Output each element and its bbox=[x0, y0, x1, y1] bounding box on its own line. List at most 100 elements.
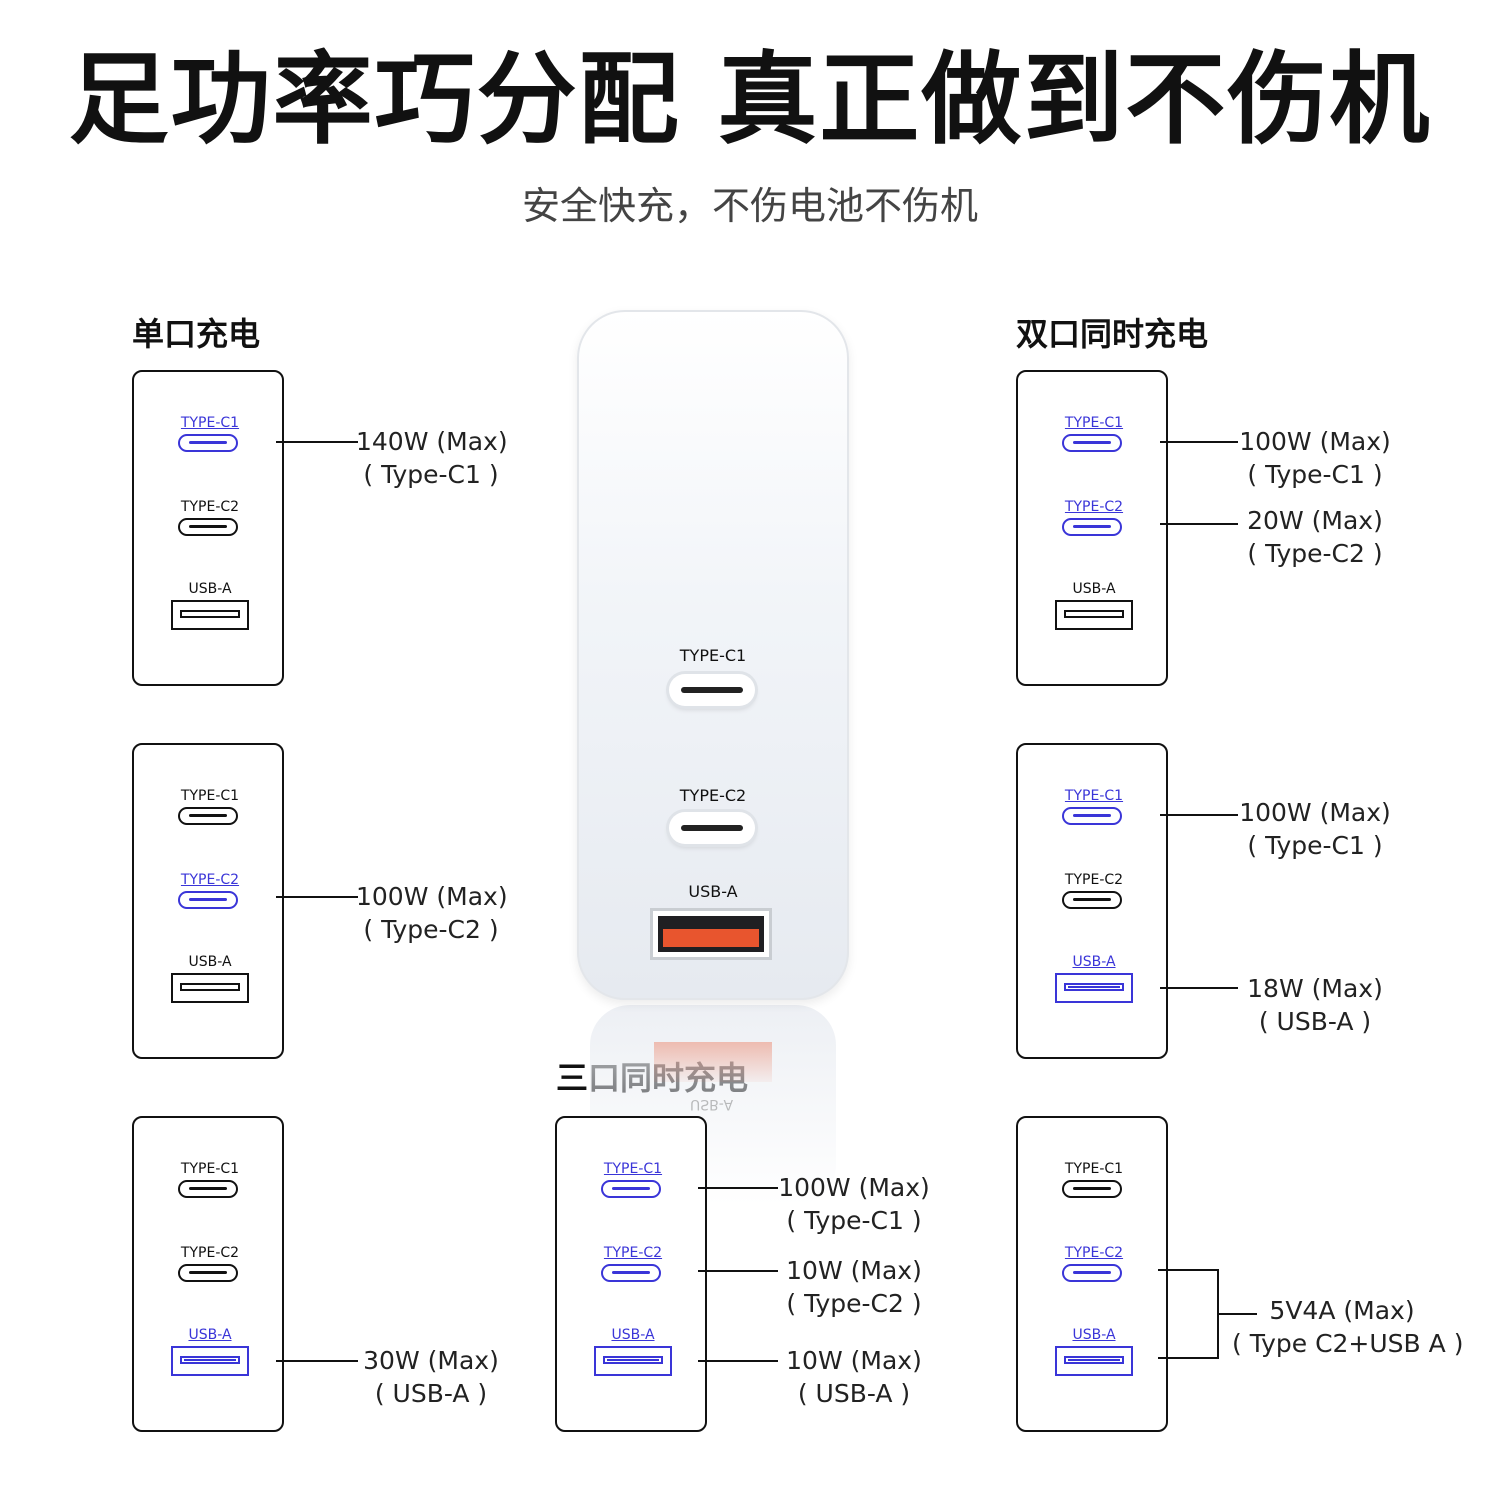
spec-dual1-c1: 100W (Max) ( Type-C1 ) bbox=[1238, 425, 1392, 491]
spec-port: ( Type-C1 ) bbox=[1247, 460, 1383, 489]
charger-body: TYPE-C1 TYPE-C2 USB-A bbox=[577, 310, 849, 1000]
connector-line bbox=[1158, 1269, 1218, 1271]
port-c1 bbox=[178, 807, 238, 825]
connector-line bbox=[276, 441, 358, 443]
port-label-c2: TYPE-C2 bbox=[603, 1245, 663, 1261]
spec-power: 140W (Max) bbox=[356, 427, 508, 456]
spec-single-c2: 100W (Max) ( Type-C2 ) bbox=[356, 880, 508, 946]
panel-dual-c2-a: TYPE-C1 TYPE-C2 USB-A bbox=[1016, 1116, 1168, 1432]
charger-port-c1 bbox=[669, 674, 755, 706]
usb-a-reflection-label: USB-A bbox=[690, 1096, 734, 1112]
port-c2-active bbox=[1062, 518, 1122, 536]
charger-label-c2: TYPE-C2 bbox=[679, 786, 747, 805]
port-label-c2: TYPE-C2 bbox=[180, 499, 240, 515]
spec-triple-c2: 10W (Max) ( Type-C2 ) bbox=[776, 1254, 932, 1320]
spec-port: ( Type-C1 ) bbox=[363, 460, 499, 489]
port-label-c1: TYPE-C1 bbox=[603, 1161, 663, 1177]
spec-power: 100W (Max) bbox=[778, 1173, 930, 1202]
port-usb-a bbox=[171, 600, 249, 630]
spec-dual1-c2: 20W (Max) ( Type-C2 ) bbox=[1238, 504, 1392, 570]
port-label-c1: TYPE-C1 bbox=[180, 788, 240, 804]
connector-line bbox=[1160, 441, 1238, 443]
spec-dual3-c2a: 5V4A (Max) ( Type C2+USB A ) bbox=[1232, 1294, 1464, 1360]
usb-a-reflection bbox=[654, 1042, 772, 1082]
charger-port-usb-a bbox=[650, 908, 772, 960]
connector-line bbox=[276, 896, 358, 898]
panel-dual-c1-a: TYPE-C1 TYPE-C2 USB-A bbox=[1016, 743, 1168, 1059]
charger-label-a: USB-A bbox=[688, 882, 738, 901]
spec-port: ( USB-A ) bbox=[374, 1379, 488, 1408]
spec-port: ( Type-C1 ) bbox=[786, 1206, 922, 1235]
spec-power: 10W (Max) bbox=[786, 1346, 922, 1375]
port-label-c1: TYPE-C1 bbox=[180, 415, 240, 431]
port-label-a: USB-A bbox=[188, 1327, 232, 1343]
port-usb-a bbox=[171, 973, 249, 1003]
port-c1 bbox=[1062, 1180, 1122, 1198]
port-label-c2: TYPE-C2 bbox=[1064, 499, 1124, 515]
port-c1-active bbox=[1062, 807, 1122, 825]
port-label-a: USB-A bbox=[1072, 581, 1116, 597]
port-c2 bbox=[178, 518, 238, 536]
port-label-c1: TYPE-C1 bbox=[1064, 788, 1124, 804]
port-usb-a-active bbox=[1055, 1346, 1133, 1376]
port-c1-active bbox=[1062, 434, 1122, 452]
port-c2 bbox=[178, 1264, 238, 1282]
spec-power: 100W (Max) bbox=[356, 882, 508, 911]
spec-single-a: 30W (Max) ( USB-A ) bbox=[356, 1344, 506, 1410]
spec-power: 30W (Max) bbox=[363, 1346, 499, 1375]
spec-power: 18W (Max) bbox=[1247, 974, 1383, 1003]
spec-single-c1: 140W (Max) ( Type-C1 ) bbox=[356, 425, 508, 491]
spec-power: 5V4A (Max) bbox=[1269, 1296, 1415, 1325]
charger-label-c1: TYPE-C1 bbox=[679, 646, 747, 665]
panel-single-a: TYPE-C1 TYPE-C2 USB-A bbox=[132, 1116, 284, 1432]
page-title: 足功率巧分配 真正做到不伤机 bbox=[68, 41, 1432, 158]
spec-port: ( Type-C2 ) bbox=[786, 1289, 922, 1318]
spec-power: 100W (Max) bbox=[1239, 798, 1391, 827]
port-usb-a-active bbox=[1055, 973, 1133, 1003]
panel-dual-c1-c2: TYPE-C1 TYPE-C2 USB-A bbox=[1016, 370, 1168, 686]
spec-power: 20W (Max) bbox=[1247, 506, 1383, 535]
port-label-a: USB-A bbox=[1072, 1327, 1116, 1343]
spec-triple-a: 10W (Max) ( USB-A ) bbox=[776, 1344, 932, 1410]
section-title-dual: 双口同时充电 bbox=[1016, 315, 1209, 353]
port-label-c1: TYPE-C1 bbox=[1064, 415, 1124, 431]
port-label-a: USB-A bbox=[188, 581, 232, 597]
port-c1-active bbox=[601, 1180, 661, 1198]
port-usb-a bbox=[1055, 600, 1133, 630]
connector-line bbox=[1158, 1357, 1218, 1359]
port-c2-active bbox=[1062, 1264, 1122, 1282]
port-c2-active bbox=[601, 1264, 661, 1282]
spec-port: ( Type-C2 ) bbox=[363, 915, 499, 944]
panel-triple: TYPE-C1 TYPE-C2 USB-A bbox=[555, 1116, 707, 1432]
spec-triple-c1: 100W (Max) ( Type-C1 ) bbox=[776, 1171, 932, 1237]
port-usb-a-active bbox=[594, 1346, 672, 1376]
connector-line bbox=[1217, 1313, 1257, 1315]
spec-port: ( USB-A ) bbox=[797, 1379, 911, 1408]
connector-line bbox=[698, 1360, 778, 1362]
spec-dual2-a: 18W (Max) ( USB-A ) bbox=[1238, 972, 1392, 1038]
spec-port: ( Type-C2 ) bbox=[1247, 539, 1383, 568]
spec-port: ( Type-C1 ) bbox=[1247, 831, 1383, 860]
port-c2-active bbox=[178, 891, 238, 909]
page-subtitle: 安全快充，不伤电池不伤机 bbox=[521, 184, 978, 228]
connector-line bbox=[1160, 814, 1238, 816]
port-label-c2: TYPE-C2 bbox=[180, 1245, 240, 1261]
panel-single-c1: TYPE-C1 TYPE-C2 USB-A bbox=[132, 370, 284, 686]
port-label-c2: TYPE-C2 bbox=[1064, 1245, 1124, 1261]
spec-power: 10W (Max) bbox=[786, 1256, 922, 1285]
port-c1 bbox=[178, 1180, 238, 1198]
port-label-a: USB-A bbox=[188, 954, 232, 970]
connector-line bbox=[1160, 523, 1238, 525]
port-usb-a-active bbox=[171, 1346, 249, 1376]
spec-power: 100W (Max) bbox=[1239, 427, 1391, 456]
panel-single-c2: TYPE-C1 TYPE-C2 USB-A bbox=[132, 743, 284, 1059]
connector-line bbox=[1160, 987, 1238, 989]
spec-port: ( Type C2+USB A ) bbox=[1232, 1329, 1464, 1358]
port-label-c1: TYPE-C1 bbox=[180, 1161, 240, 1177]
spec-dual2-c1: 100W (Max) ( Type-C1 ) bbox=[1238, 796, 1392, 862]
port-label-a: USB-A bbox=[611, 1327, 655, 1343]
port-c2 bbox=[1062, 891, 1122, 909]
port-label-c1: TYPE-C1 bbox=[1064, 1161, 1124, 1177]
connector-line bbox=[276, 1360, 358, 1362]
charger-port-c2 bbox=[669, 812, 755, 844]
